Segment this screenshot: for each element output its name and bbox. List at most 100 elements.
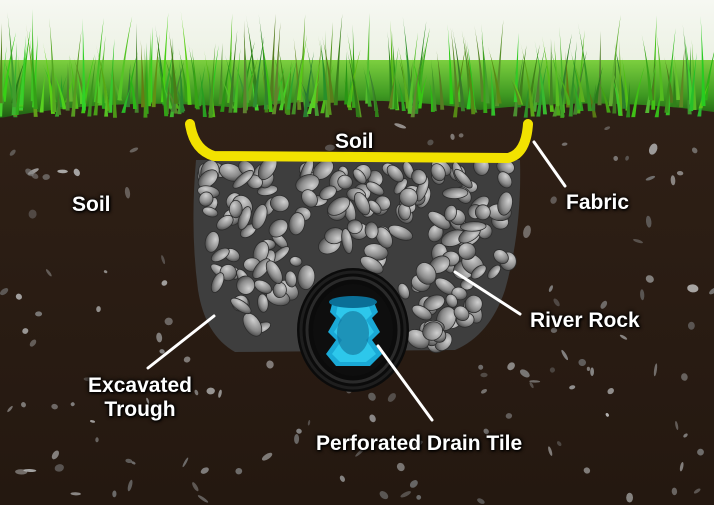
grass-blade	[242, 20, 247, 114]
grass-blade	[76, 70, 85, 104]
soil-speck	[164, 317, 173, 326]
soil-specks	[0, 123, 714, 504]
grass-blade	[549, 38, 554, 106]
grass-blade	[571, 55, 586, 102]
grass-blade	[684, 33, 694, 105]
soil-speck	[640, 289, 645, 301]
grass-blade	[510, 79, 522, 105]
grass-blade	[461, 30, 473, 103]
grass-blade	[474, 25, 486, 102]
rock	[301, 189, 318, 208]
soil-speck	[182, 457, 189, 468]
grass-blade	[258, 13, 270, 105]
rock	[353, 191, 371, 216]
soil-speck	[605, 413, 609, 417]
rock	[198, 191, 214, 207]
soil-speck	[51, 450, 60, 460]
rock	[442, 186, 469, 200]
grass-blade	[71, 30, 82, 117]
soil-speck	[691, 147, 698, 154]
soil-speck	[369, 414, 376, 423]
grass-blade	[191, 47, 199, 109]
soil-speck	[127, 479, 133, 492]
soil-speck	[155, 412, 165, 418]
grass-blade	[391, 30, 398, 110]
soil-speck	[648, 143, 658, 155]
grass-blade	[679, 47, 685, 108]
grass-blade	[125, 63, 131, 108]
soil-speck	[645, 215, 652, 228]
grass-blade	[322, 35, 335, 103]
grass-blade	[559, 33, 572, 106]
soil-speck	[561, 349, 569, 361]
soil-speck	[266, 360, 274, 369]
soil-speck	[339, 475, 345, 482]
rock	[236, 275, 256, 295]
soil-speck	[505, 413, 513, 419]
grass-blade	[259, 28, 274, 113]
soil-speck	[697, 448, 704, 456]
soil-speck	[409, 480, 418, 488]
soil-speck	[477, 498, 485, 504]
grass-blade	[593, 66, 603, 104]
soil-speck	[218, 389, 222, 398]
grass-blade	[591, 83, 597, 111]
grass-blade	[19, 48, 26, 105]
grass-blade	[689, 52, 697, 112]
grass-blade	[387, 31, 394, 102]
rock	[459, 221, 487, 232]
grass-blade	[39, 73, 45, 113]
grass-blade	[246, 57, 259, 101]
rock	[387, 224, 414, 241]
label-soil-left: Soil	[72, 193, 111, 216]
grass-blade	[93, 17, 104, 103]
grass-blade	[228, 30, 238, 113]
grass-blade	[397, 77, 406, 111]
grass-blade	[121, 86, 132, 113]
soil-speck	[51, 403, 58, 410]
grass-blade	[128, 68, 138, 109]
soil-speck	[427, 139, 434, 146]
soil-speck	[161, 255, 166, 265]
grass-blade	[373, 85, 380, 117]
grass-blade	[148, 26, 153, 103]
soil-speck	[478, 364, 484, 370]
grass-blade	[169, 37, 174, 110]
soil-speck	[550, 196, 557, 204]
soil-speck	[523, 225, 531, 238]
grass-blade	[0, 23, 3, 104]
grass-blade	[49, 17, 57, 113]
soil-speck	[687, 284, 699, 293]
rock	[284, 270, 297, 288]
grass-blade	[291, 51, 304, 115]
soil-speck	[9, 149, 16, 156]
grass-blade	[218, 42, 223, 105]
soil-speck	[529, 382, 534, 389]
grass-blade	[556, 70, 572, 106]
soil-speck	[7, 405, 13, 413]
soil-speck	[519, 369, 530, 378]
soil-speck	[35, 311, 43, 317]
soil-speck	[481, 388, 487, 394]
grass-blade	[1, 32, 17, 102]
grass-blade	[596, 77, 611, 113]
rock	[202, 206, 219, 218]
soil-speck	[679, 461, 684, 472]
rock	[445, 293, 458, 308]
grass-blade	[168, 29, 179, 104]
soil-speck	[296, 428, 302, 434]
grass-blade	[436, 50, 445, 110]
grass-blade	[197, 64, 206, 107]
rock	[210, 247, 230, 263]
soil-speck	[556, 441, 562, 447]
grass-blade	[151, 34, 160, 108]
rock	[229, 200, 243, 219]
rock	[487, 264, 501, 280]
grass-blade	[354, 81, 362, 118]
grass-blade	[388, 71, 396, 109]
soil-speck	[28, 209, 37, 219]
rock	[464, 294, 483, 314]
soil-speck	[131, 461, 136, 465]
rock	[230, 297, 252, 315]
grass-blade	[161, 83, 173, 109]
